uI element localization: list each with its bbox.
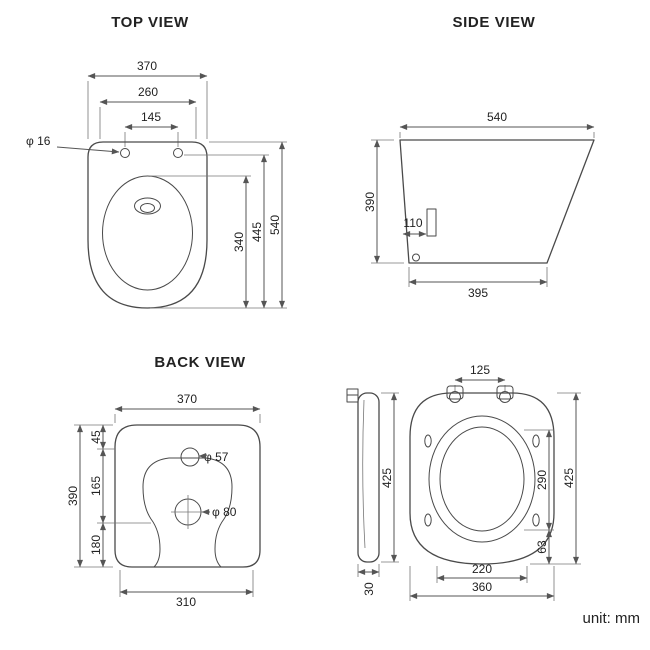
inlet-hole <box>180 447 200 467</box>
seat-hinge-hole-left <box>449 391 461 403</box>
seat-dim-thickness: 30 <box>357 564 380 596</box>
hinge-hole-right <box>173 148 183 158</box>
seat-dim-inner-width: 220 <box>436 562 528 583</box>
seat-top-outline <box>409 392 555 565</box>
dim-label: 63 <box>535 540 549 554</box>
back-view-pedestal <box>142 457 233 568</box>
dim-label: 165 <box>89 476 103 496</box>
dim-label: 290 <box>535 470 549 490</box>
unit-note: unit: mm <box>582 610 640 627</box>
dim-label: 445 <box>250 222 264 242</box>
dim-label: 390 <box>363 192 377 212</box>
seat-ring-outer <box>428 415 536 543</box>
top-dim-seat-depth: 445 <box>184 154 269 309</box>
dim-label: 395 <box>468 286 488 300</box>
seat-dim-opening-length: 290 <box>535 429 552 531</box>
dim-label: 540 <box>268 215 282 235</box>
flush-outlet-inner <box>140 203 155 213</box>
top-callout-hole-diameter: φ 16 <box>26 134 120 155</box>
side-dim-overall-height: 390 <box>363 139 404 264</box>
dim-label: 110 <box>403 216 422 230</box>
back-dim-top-segment: 45 <box>89 424 106 450</box>
dim-label: 310 <box>176 595 196 609</box>
seat-ring-inner <box>439 426 525 532</box>
seat-hinge-hole-right <box>499 391 511 403</box>
seat-dim-hinge-spacing: 125 <box>454 363 506 391</box>
seat-side-curve <box>362 399 366 549</box>
dim-label: 30 <box>362 582 376 596</box>
dim-label: 425 <box>562 468 576 488</box>
seat-bumper <box>532 513 540 527</box>
dim-label: 260 <box>138 85 158 99</box>
seat-dim-front-edge: 63 <box>535 529 552 565</box>
dim-label: φ 80 <box>212 505 237 519</box>
wall-bracket <box>426 208 437 237</box>
top-dim-overall-width: 370 <box>87 59 208 139</box>
dim-label: 540 <box>487 110 507 124</box>
dim-label: 145 <box>141 110 161 124</box>
flush-outlet-outer <box>134 197 161 215</box>
dim-label: 180 <box>89 535 103 555</box>
seat-dim-overall-length: 425 <box>562 392 579 565</box>
back-dim-overall-height: 390 <box>66 424 83 568</box>
seat-top-view: 125 425 290 63 <box>409 363 581 601</box>
side-dim-overall-length: 540 <box>399 110 595 138</box>
top-dim-overall-depth: 540 <box>209 141 287 309</box>
side-dim-base-length: 395 <box>408 267 548 300</box>
dim-label: 125 <box>470 363 490 377</box>
seat-bumper <box>532 434 540 448</box>
top-view: TOP VIEW 370 260 145 φ 16 <box>26 14 287 309</box>
top-dim-mid-width: 260 <box>99 85 197 139</box>
side-view: SIDE VIEW 540 110 390 395 <box>363 14 595 300</box>
seat-dim-side-length: 425 <box>380 392 399 563</box>
dim-label: 370 <box>177 392 197 406</box>
dim-label: 45 <box>89 430 103 444</box>
leader-line <box>56 146 120 155</box>
dim-label: 370 <box>137 59 157 73</box>
dim-label: φ 57 <box>204 450 229 464</box>
drain-hole <box>412 253 420 262</box>
back-dim-base-width: 310 <box>119 570 254 609</box>
top-view-bowl-outline <box>87 141 208 309</box>
dim-label: 220 <box>472 562 492 576</box>
side-dim-bracket-offset: 110 <box>402 216 427 237</box>
hinge-hole-left <box>120 148 130 158</box>
back-view-title: BACK VIEW <box>154 354 245 371</box>
top-view-title: TOP VIEW <box>111 14 189 31</box>
dim-label: 360 <box>472 580 492 594</box>
dim-label: 340 <box>232 232 246 252</box>
top-dim-hinge-spacing: 145 <box>124 110 179 147</box>
back-dim-bottom-segment: 180 <box>89 522 106 568</box>
back-callout-large-hole: φ 80 <box>201 505 237 519</box>
seat-opening-ring <box>102 175 193 291</box>
seat-dim-overall-width: 360 <box>409 566 555 601</box>
side-view-profile-outline <box>399 139 595 264</box>
back-view: BACK VIEW 370 φ 57 φ 80 45 <box>66 354 261 609</box>
dim-label: φ 16 <box>26 134 51 148</box>
dim-label: 390 <box>66 486 80 506</box>
seat-side-profile <box>357 392 380 563</box>
seat-bumper <box>424 434 432 448</box>
seat-bumper <box>424 513 432 527</box>
back-dim-middle-segment: 165 <box>89 448 106 524</box>
top-dim-bowl-opening-depth: 340 <box>150 175 251 309</box>
back-callout-small-hole: φ 57 <box>198 450 229 464</box>
seat-side-view: 425 30 <box>346 388 399 596</box>
back-view-outline <box>114 424 261 568</box>
side-view-title: SIDE VIEW <box>453 14 536 31</box>
back-dim-overall-width: 370 <box>114 392 261 423</box>
dim-label: 425 <box>380 468 394 488</box>
